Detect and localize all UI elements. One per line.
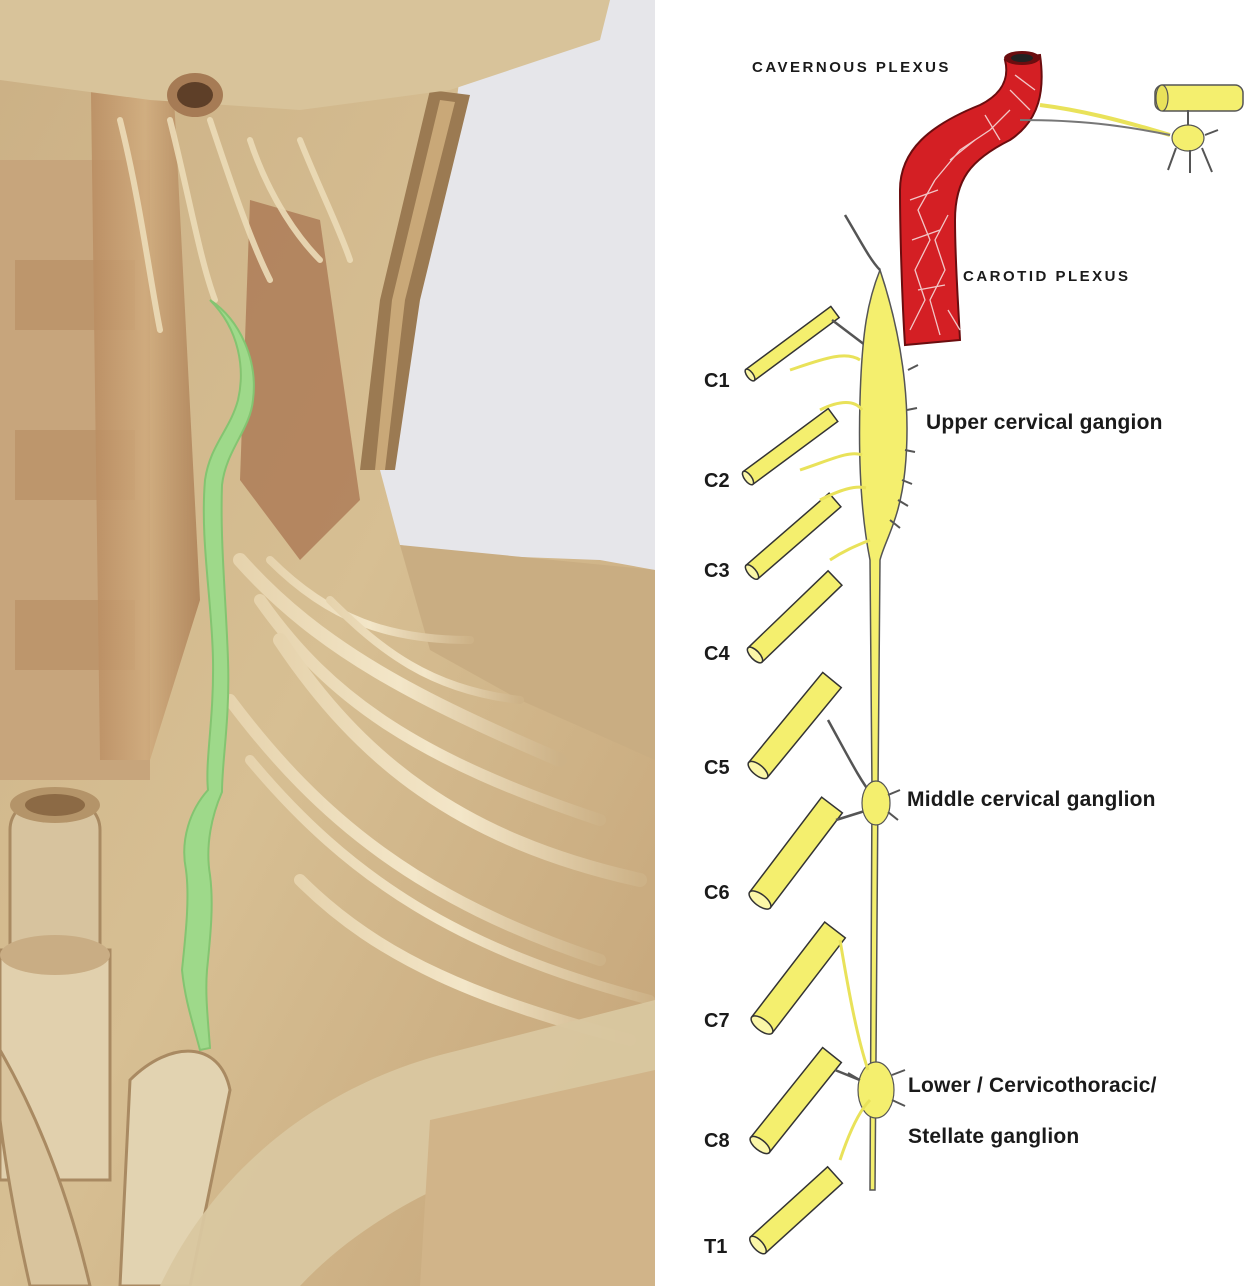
spinal-label-c3: C3	[704, 560, 730, 582]
spinal-label-c5: C5	[704, 757, 730, 779]
dissection-photo	[0, 0, 655, 1286]
skull-base-tissue	[0, 0, 610, 110]
spinal-nerve-c8	[749, 1046, 843, 1155]
spinal-label-c1: C1	[704, 370, 730, 392]
vessel-lumen	[177, 82, 213, 108]
spinal-label-c6: C6	[704, 882, 730, 904]
sympathetic-trunk-highlight	[180, 299, 255, 1052]
spinal-nerve-c7	[750, 921, 847, 1035]
scalene-muscle	[240, 200, 360, 560]
sympathetic-chain-diagram: CAVERNOUS PLEXUS CAROTID PLEXUS Upper ce…	[655, 0, 1260, 1286]
carotid-plexus-network	[909, 74, 1036, 336]
spinal-nerve-c6	[748, 796, 844, 910]
upper-ganglion-label: Upper cervical gangion	[926, 411, 1163, 434]
spinal-label-c7: C7	[704, 1010, 730, 1032]
spinal-nerve-c3	[744, 492, 842, 581]
carotid-plexus-label: CAROTID PLEXUS	[963, 268, 1131, 285]
lower-ganglion-label-2: Stellate ganglion	[908, 1125, 1080, 1148]
internal-carotid-artery	[898, 51, 1043, 347]
ganglion-branches	[847, 334, 919, 1107]
longus-colli-muscle	[90, 20, 200, 760]
spinal-nerve-t1	[749, 1165, 844, 1255]
middle-ganglion-shape	[861, 780, 891, 826]
spinal-nerve-c4	[746, 569, 843, 664]
white-rami	[789, 354, 872, 1161]
dissection-photo-svg	[0, 0, 655, 1286]
brachial-plexus	[224, 553, 655, 1046]
spinal-label-c2: C2	[704, 470, 730, 492]
nerve-fibers-upper	[117, 117, 353, 333]
spinal-label-c4: C4	[704, 643, 730, 665]
great-vessels	[0, 787, 655, 1286]
spinal-nerve-c2	[741, 407, 839, 486]
spinal-label-t1: T1	[704, 1236, 728, 1258]
spinal-label-c8: C8	[704, 1130, 730, 1152]
cavernous-plexus-label: CAVERNOUS PLEXUS	[752, 59, 951, 76]
shoulder-tissue	[400, 545, 655, 760]
spinal-nerve-roots	[741, 305, 847, 1255]
ganglion-branch-right	[1019, 84, 1244, 173]
lower-ganglion-label-1: Lower / Cervicothoracic/	[908, 1074, 1157, 1097]
sympathetic-trunk	[857, 267, 908, 1191]
pectoral-tissue	[420, 1070, 655, 1286]
background-backdrop	[380, 0, 655, 570]
middle-ganglion-label: Middle cervical ganglion	[907, 788, 1156, 811]
diagram-svg	[741, 51, 1244, 1255]
spinal-nerve-c1	[744, 305, 841, 382]
spinal-nerve-c5	[747, 671, 843, 780]
